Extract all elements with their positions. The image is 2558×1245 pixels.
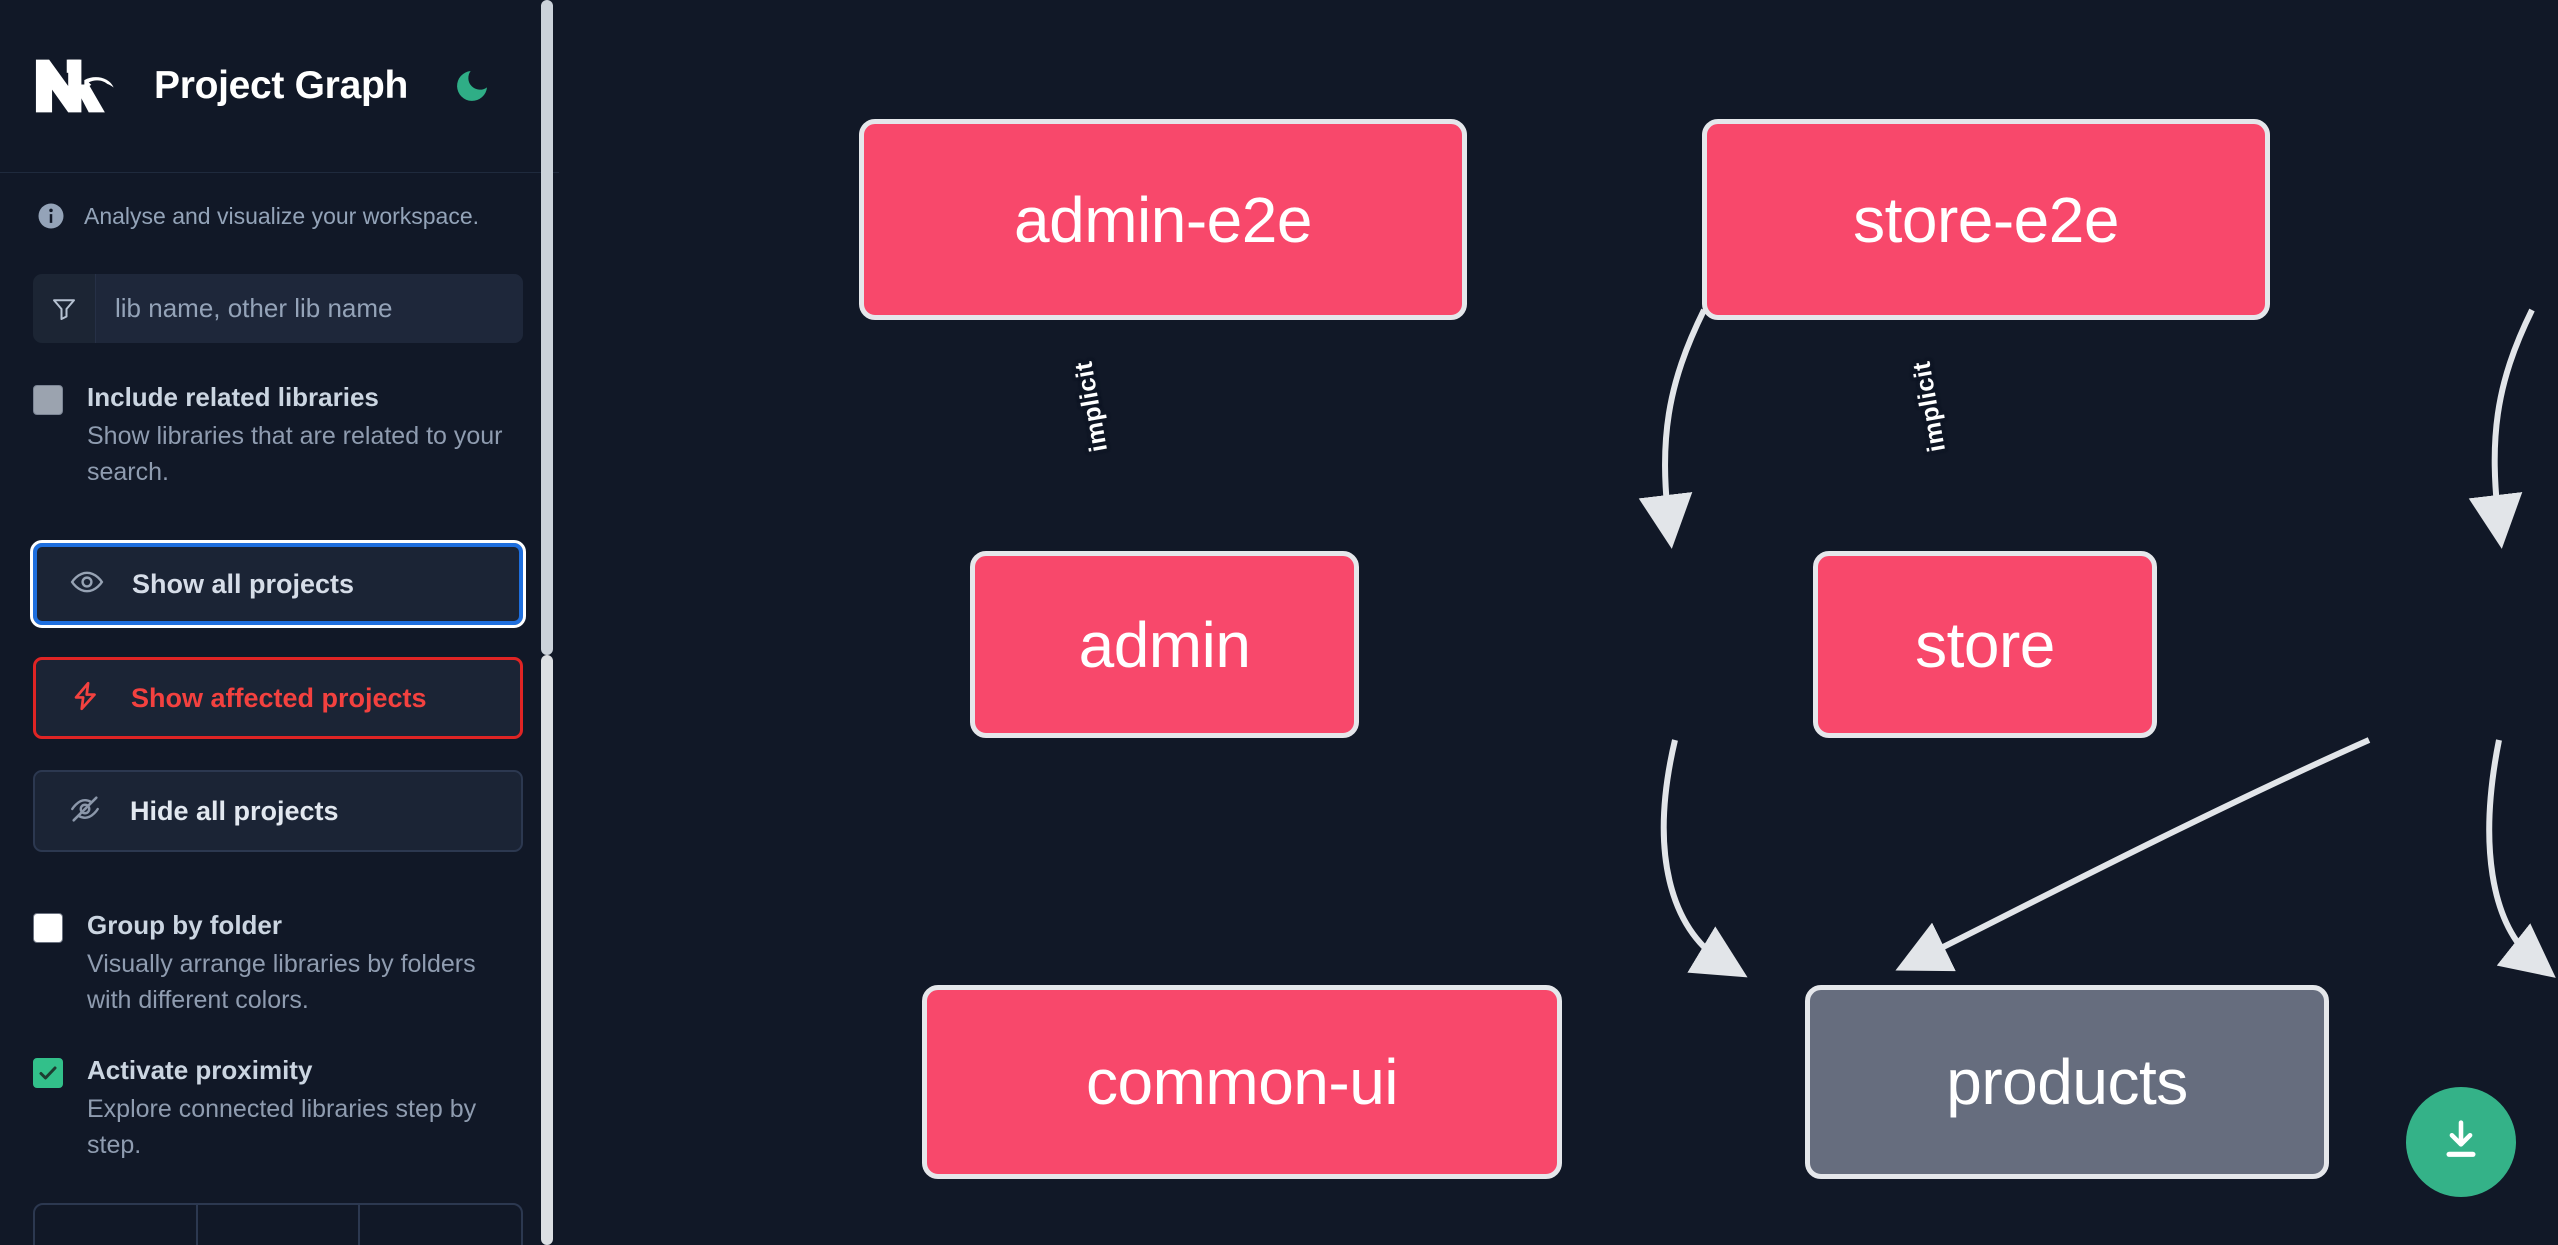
graph-canvas[interactable]: admin-e2e store-e2e admin store common-u… [559,0,2558,1245]
activate-proximity-checkbox[interactable] [33,1058,63,1089]
search-input[interactable] [96,274,523,343]
edge-store-products [2486,739,2556,978]
graph-node-label: admin-e2e [1014,183,1312,256]
include-related-description: Show libraries that are related to your … [87,422,503,486]
download-graph-button[interactable] [2406,1087,2516,1197]
graph-node-label: store-e2e [1853,183,2119,256]
workspace-note: Analyse and visualize your workspace. [0,173,559,231]
checkbox-group-by-folder[interactable]: Group by folder Visually arrange librari… [33,908,523,1018]
edge-admin-e2e-admin [1638,308,1707,549]
sidebar-scrollbar[interactable] [541,0,553,1245]
activate-proximity-description: Explore connected libraries step by step… [87,1095,477,1159]
graph-node-admin[interactable]: admin [970,551,1359,738]
eye-off-icon [68,792,102,831]
nx-logo-icon [33,55,121,117]
group-by-folder-label: Group by folder [87,910,282,941]
edge-store-common-ui [1895,737,2371,972]
group-by-folder-checkbox[interactable] [33,913,63,944]
checkbox-activate-proximity[interactable]: Activate proximity Explore connected lib… [33,1053,523,1163]
show-all-projects-button[interactable]: Show all projects [30,540,526,629]
workspace-note-text: Analyse and visualize your workspace. [84,202,480,229]
info-icon [36,201,66,231]
group-by-folder-description: Visually arrange libraries by folders wi… [87,950,476,1014]
sidebar-scrollbar-track[interactable] [541,655,553,1245]
graph-node-label: store [1915,608,2055,681]
show-all-projects-label: Show all projects [132,568,355,599]
include-related-label: Include related libraries [87,382,379,412]
activate-proximity-label: Activate proximity [87,1055,313,1086]
graph-node-products[interactable]: products [1805,985,2329,1179]
eye-icon [70,565,104,604]
checkbox-include-related[interactable]: Include related libraries Show libraries… [33,380,523,490]
hide-all-projects-button[interactable]: Hide all projects [33,770,523,853]
segment-option-3[interactable] [360,1205,521,1245]
page-title: Project Graph [154,64,408,107]
show-affected-projects-label: Show affected projects [131,682,427,713]
edge-store-e2e-store [2468,308,2535,549]
graph-node-store[interactable]: store [1813,551,2157,738]
filter-funnel-icon [33,274,96,343]
sidebar: Project Graph Analyse and visualize your… [0,0,559,1245]
graph-node-label: admin [1078,608,1251,681]
hide-all-projects-label: Hide all projects [130,795,339,826]
edge-admin-common-ui [1660,739,1748,978]
graph-node-common-ui[interactable]: common-ui [922,985,1562,1179]
moon-icon[interactable] [450,64,494,108]
graph-node-label: common-ui [1085,1046,1399,1118]
graph-node-store-e2e[interactable]: store-e2e [1702,119,2270,320]
show-affected-projects-button[interactable]: Show affected projects [33,657,523,740]
filter-search-row [33,274,523,343]
download-icon [2435,1114,2487,1171]
graph-node-admin-e2e[interactable]: admin-e2e [859,119,1467,320]
graph-node-label: products [1946,1046,2188,1118]
proximity-step-segmented-control[interactable] [33,1203,523,1245]
lightning-bolt-icon [69,679,103,718]
graph-edges [1638,308,2556,978]
sidebar-header: Project Graph [0,0,559,173]
segment-option-1[interactable] [35,1205,198,1245]
sidebar-scrollbar-thumb[interactable] [541,0,553,655]
include-related-checkbox[interactable] [33,385,63,415]
segment-option-2[interactable] [198,1205,361,1245]
